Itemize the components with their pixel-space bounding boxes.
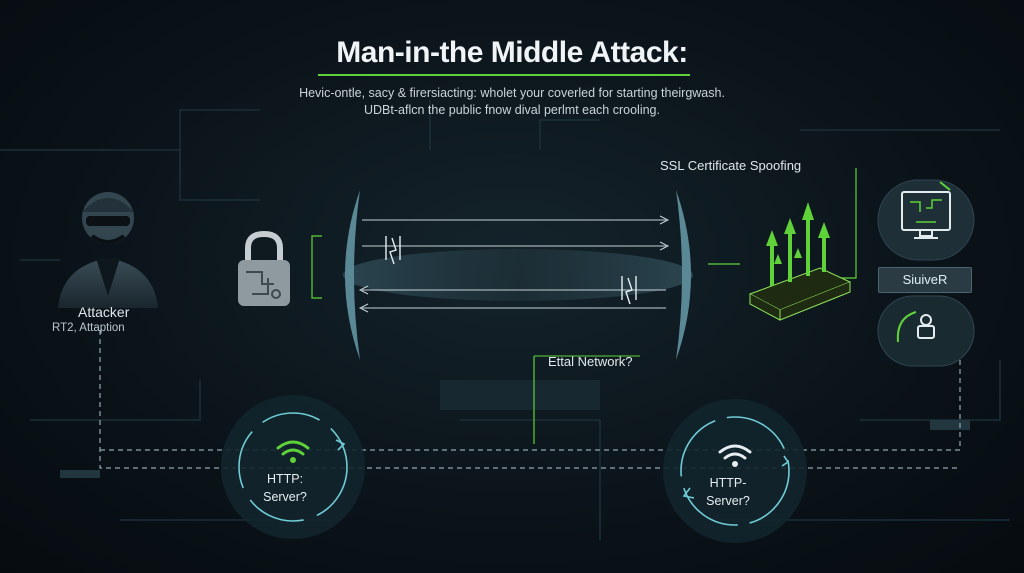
http-node-right: [663, 399, 807, 543]
subtitle-line-1: Hevic-ontle, sacy & firersiacting: whole…: [299, 86, 725, 100]
attacker-subtitle: RT2, Attaption: [52, 322, 125, 334]
subtitle-line-2: UDBt-aflcn the public fnow dival perlmt …: [364, 103, 660, 117]
monitor-icon: [901, 191, 951, 231]
lock-icon: [917, 314, 935, 339]
firewall-icon: [708, 168, 857, 321]
padlock-icon: [238, 230, 290, 306]
wifi-icon: [276, 440, 310, 456]
bracket-line: [311, 235, 322, 299]
http-node-left-line1: HTTP:: [266, 472, 304, 486]
packet-marker: [385, 236, 637, 305]
wifi-icon: [718, 444, 752, 460]
attacker-name: Attacker: [78, 304, 130, 320]
title-underline: [318, 74, 690, 76]
http-node-left-line2: Server?: [263, 490, 307, 504]
http-node-left-label: HTTP: Server?: [240, 470, 330, 506]
http-node-right-label: HTTP- Server?: [683, 474, 773, 510]
http-node-left: [221, 395, 365, 539]
attacker-icon: [58, 192, 158, 308]
network-label: Ettal Network?: [548, 354, 633, 369]
http-node-right-line1: HTTP-: [709, 476, 747, 490]
interception-tunnel: [343, 190, 693, 360]
ssl-spoofing-label: SSL Certificate Spoofing: [660, 158, 802, 173]
page-title: Man-in-the Middle Attack:: [336, 36, 688, 69]
server-label: SiuiveR: [878, 267, 972, 293]
http-node-right-line2: Server?: [706, 494, 750, 508]
server-panel: [877, 179, 975, 367]
